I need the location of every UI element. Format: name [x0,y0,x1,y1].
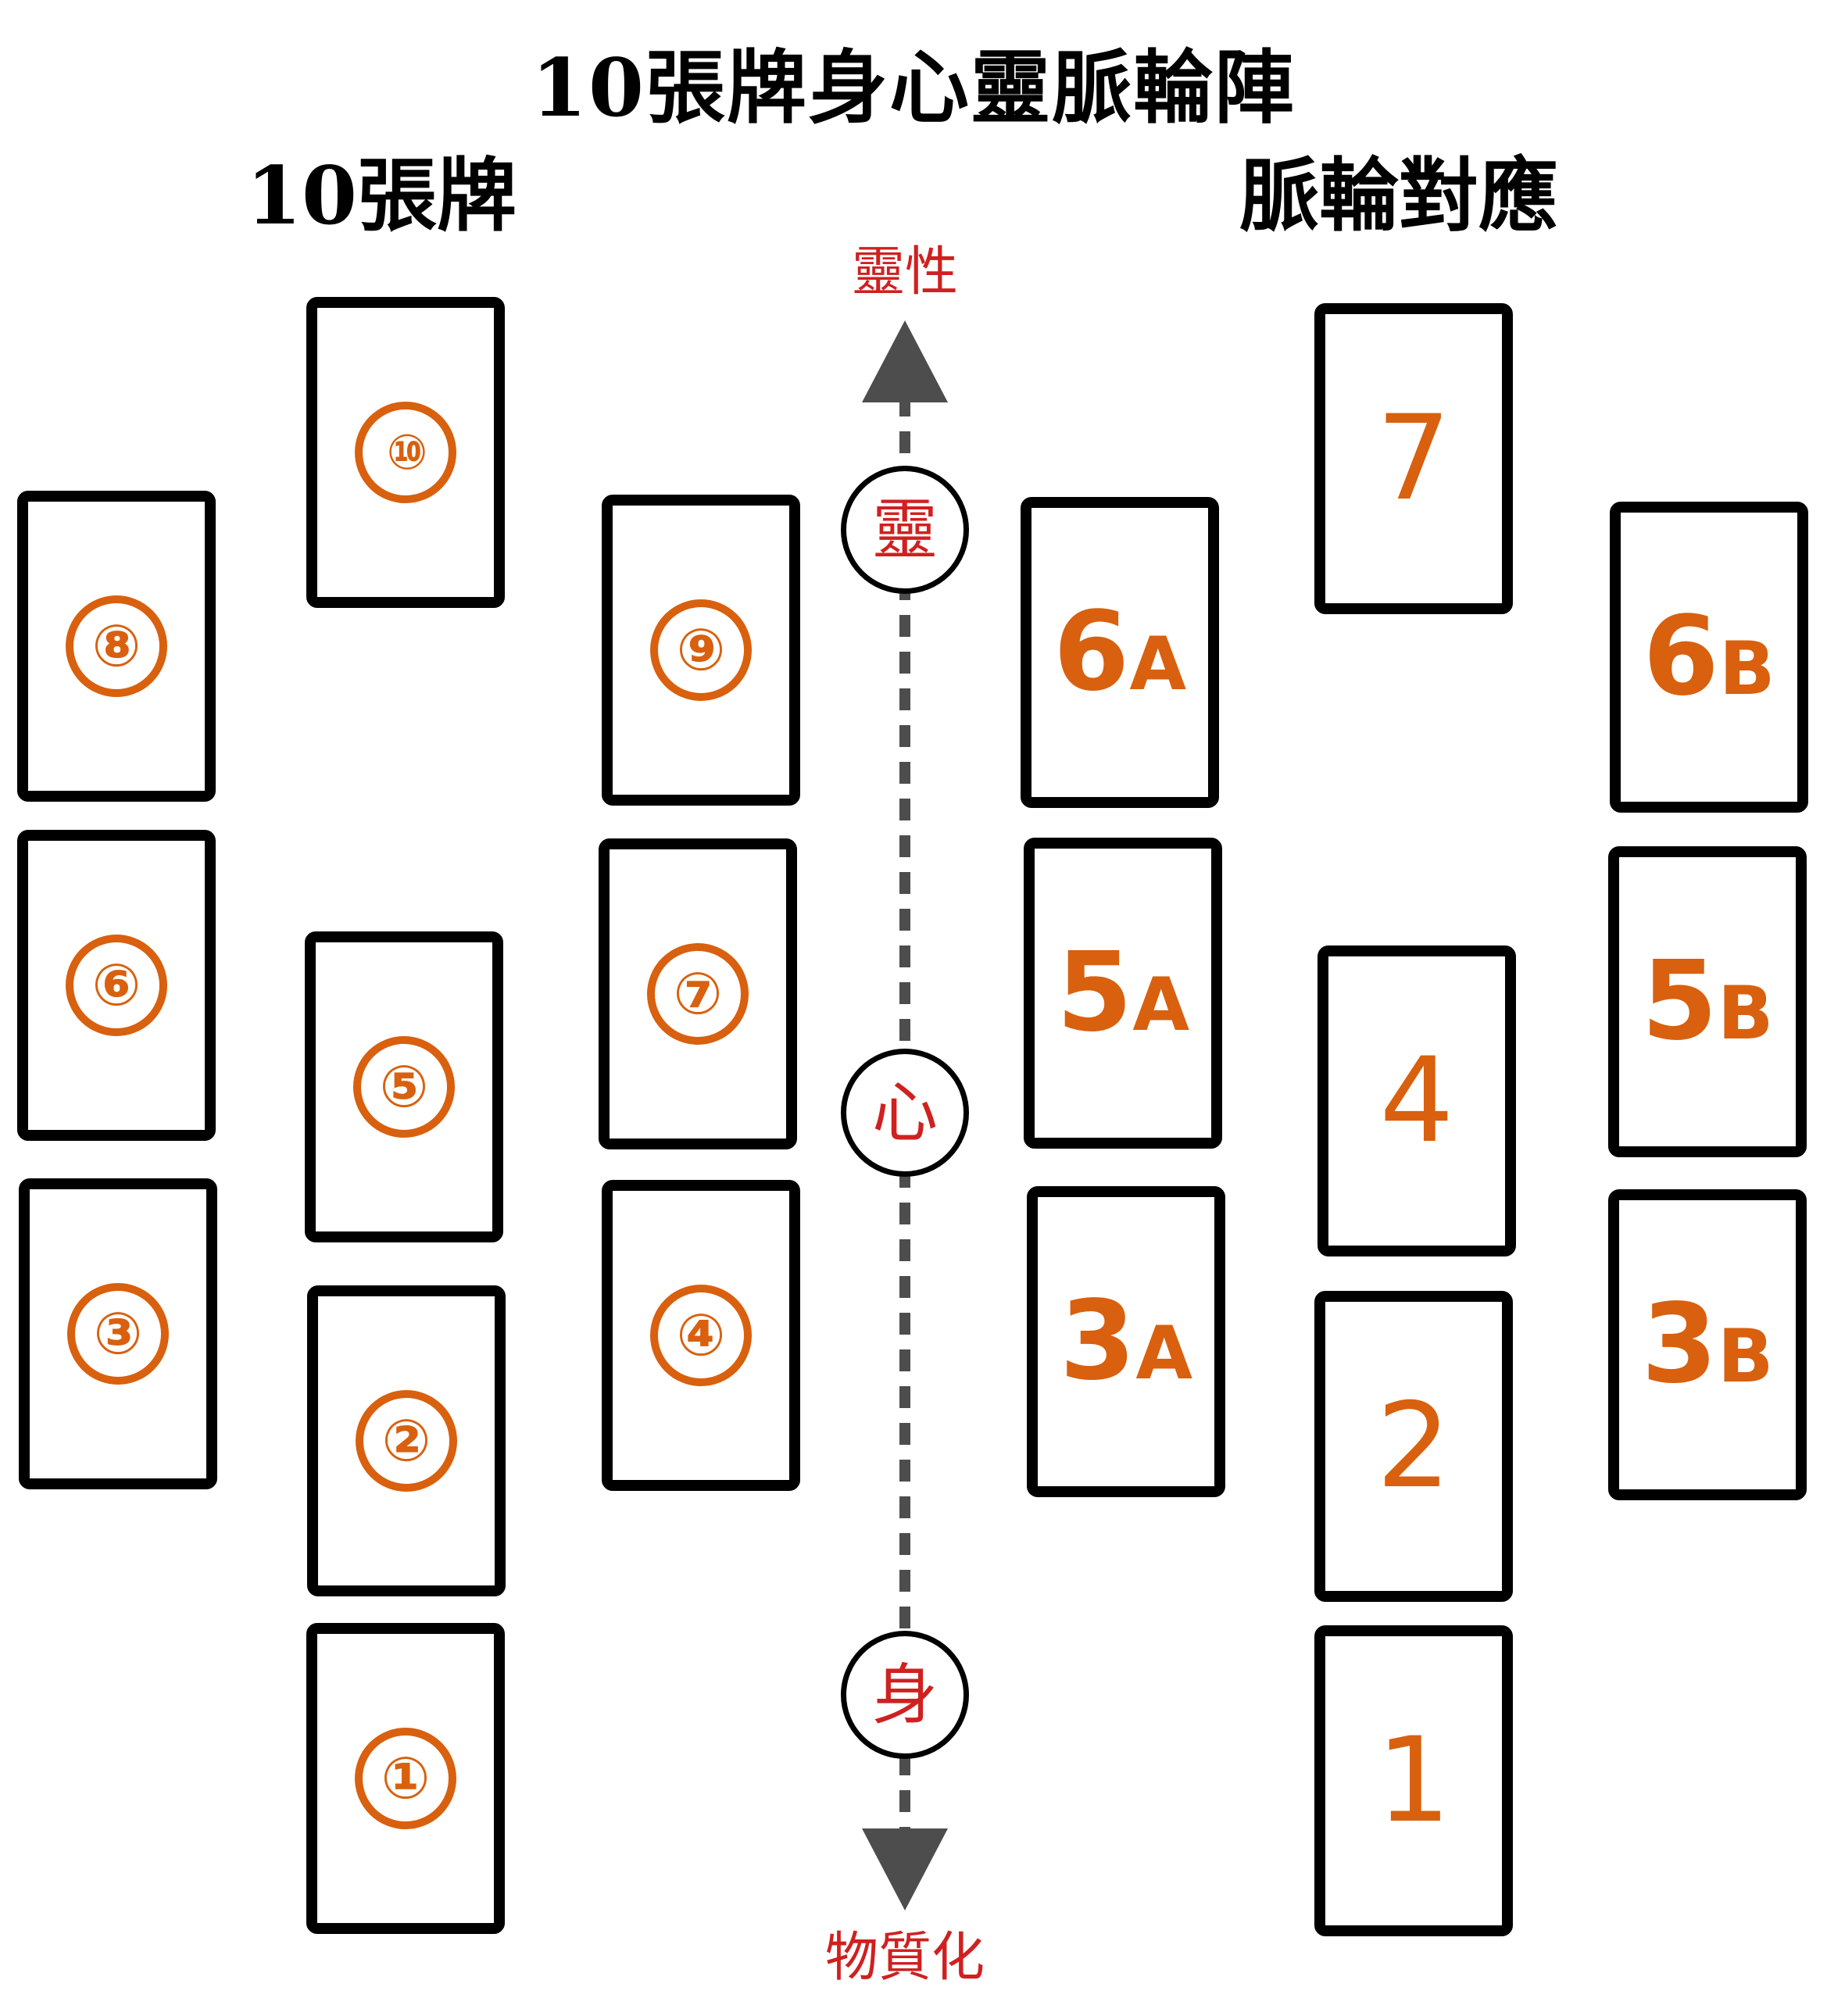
axis-bottom-label: 物質化 [824,1927,985,1989]
chakra-number: 2 [1376,1378,1451,1514]
chakra-suffix: A [1129,622,1187,707]
right-heading: 脈輪對應 [1239,149,1558,243]
card-7: ⑦ [599,838,797,1149]
chakra-suffix: B [1717,1314,1774,1399]
chakra-suffix: B [1717,971,1774,1056]
diagram-title: 10張牌身心靈脈輪陣 [531,41,1296,135]
chakra-card-6b: 6B [1610,502,1808,813]
chakra-number: 3 [1641,1281,1718,1408]
card-number: ⑥ [66,935,167,1036]
card-10: ⑩ [306,297,505,608]
card-number: ④ [650,1285,752,1386]
chakra-card-2: 2 [1314,1291,1513,1602]
card-number: ① [355,1728,456,1829]
heart-node: 心 [841,1049,969,1177]
chakra-number: 6 [1053,588,1130,716]
body-node: 身 [841,1631,969,1759]
card-number: ⑩ [355,402,456,503]
card-number: ⑧ [66,595,167,697]
chakra-card-6a: 6A [1021,497,1219,808]
card-number: ③ [67,1283,169,1385]
card-number: ⑨ [650,599,752,701]
card-2: ② [307,1285,506,1596]
chakra-suffix: A [1135,1311,1193,1396]
chakra-card-4: 4 [1318,945,1516,1256]
chakra-number: 4 [1379,1033,1454,1169]
spirit-node: 靈 [841,466,969,594]
card-number: ⑦ [647,943,749,1045]
card-3: ③ [19,1178,217,1489]
chakra-number: 5 [1056,929,1133,1056]
arrow-down-head [862,1828,948,1911]
card-number: ② [356,1390,457,1492]
chakra-card-5a: 5A [1024,838,1222,1149]
chakra-number: 6 [1643,593,1719,720]
left-heading: 10張牌 [246,149,517,243]
chakra-number: 5 [1641,938,1718,1065]
chakra-number: 1 [1376,1713,1451,1849]
chakra-card-5b: 5B [1608,846,1807,1157]
chakra-suffix: B [1718,627,1775,712]
card-4: ④ [602,1180,800,1491]
chakra-number: 3 [1059,1278,1136,1405]
axis-top-label: 靈性 [851,241,958,303]
chakra-suffix: A [1132,963,1190,1048]
card-9: ⑨ [602,495,800,806]
card-5: ⑤ [305,931,503,1242]
chakra-card-1: 1 [1314,1625,1513,1936]
card-8: ⑧ [17,491,216,802]
card-1: ① [306,1623,505,1934]
chakra-card-3a: 3A [1027,1186,1225,1497]
card-number: ⑤ [353,1036,455,1138]
chakra-card-3b: 3B [1608,1189,1807,1500]
card-6: ⑥ [17,830,216,1141]
arrow-up-head [862,320,948,402]
chakra-number: 7 [1376,391,1451,527]
chakra-card-7: 7 [1314,303,1513,614]
